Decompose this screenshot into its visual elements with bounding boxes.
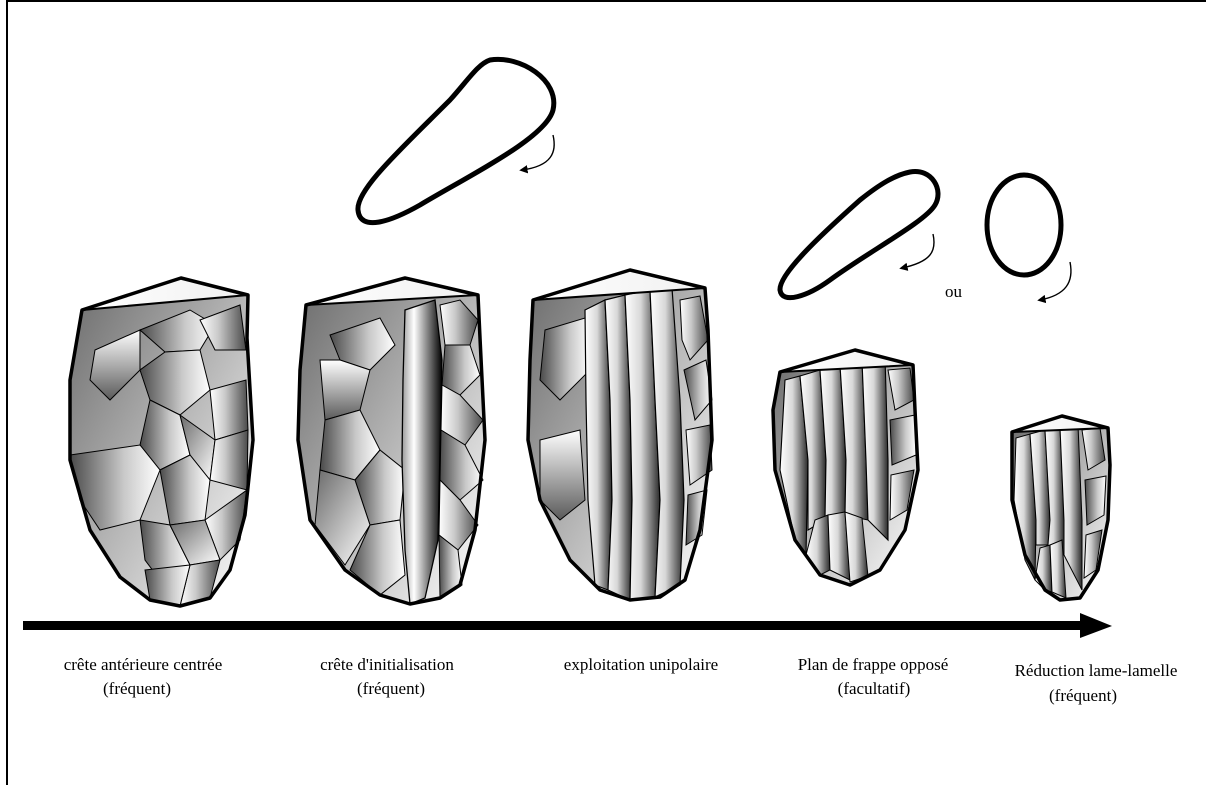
core-stage-1 xyxy=(70,278,253,606)
stage-label-5-line2: (fréquent) xyxy=(1049,686,1117,705)
stage-label-2-line2: (fréquent) xyxy=(357,679,425,698)
stage-label-1-line1: crête antérieure centrée xyxy=(64,655,223,674)
platform-outline-elongated-large xyxy=(358,59,554,222)
stage-label-5-line1: Réduction lame-lamelle xyxy=(1015,661,1178,680)
stage-label-4: Plan de frappe opposé (facultatif) xyxy=(798,655,949,698)
stage-label-4-line1: Plan de frappe opposé xyxy=(798,655,949,674)
stage-label-2: crête d'initialisation (fréquent) xyxy=(320,655,454,698)
platform-outline-elongated-small xyxy=(780,172,938,298)
stage-label-2-line1: crête d'initialisation xyxy=(320,655,454,674)
core-stage-5 xyxy=(1012,416,1110,600)
stage-label-3-line1: exploitation unipolaire xyxy=(564,655,718,674)
stage-label-5: Réduction lame-lamelle (fréquent) xyxy=(1015,661,1178,705)
stage-label-4-line2: (facultatif) xyxy=(838,679,911,698)
core-stage-2 xyxy=(298,278,485,604)
stage-label-1-line2: (fréquent) xyxy=(103,679,171,698)
platform-outline-oval xyxy=(987,175,1071,300)
stage-label-1: crête antérieure centrée (fréquent) xyxy=(64,655,223,698)
timeline-arrow xyxy=(23,613,1112,638)
stage-label-3: exploitation unipolaire xyxy=(564,655,718,674)
connector-label: ou xyxy=(945,282,963,301)
core-stage-4 xyxy=(773,350,918,585)
core-stage-3 xyxy=(528,270,712,600)
